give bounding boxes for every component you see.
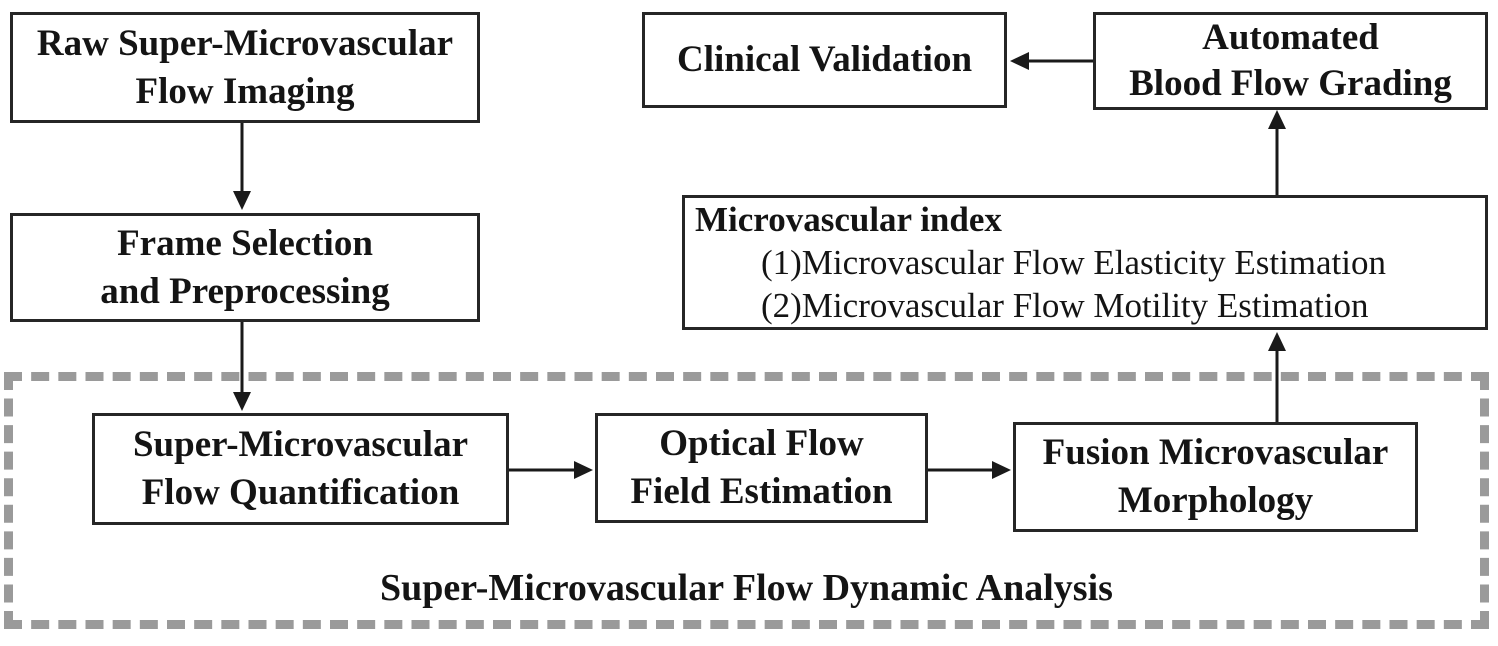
node-optical-line1: Optical Flow [659, 423, 864, 464]
arrow-index-to-automated [1268, 110, 1286, 195]
node-fusion-morphology: Fusion Microvascular Morphology [1013, 422, 1418, 532]
node-frame-line2: and Preprocessing [100, 270, 390, 312]
microvascular-index-item-1: (1)Microvascular Flow Elasticity Estimat… [761, 243, 1387, 282]
node-clinical-validation: Clinical Validation [642, 12, 1007, 108]
node-clinical-line1: Clinical Validation [676, 39, 973, 80]
node-optical-flow-estimation: Optical Flow Field Estimation [595, 413, 928, 523]
node-frame-line1: Frame Selection [117, 222, 373, 264]
node-quant-line1: Super-Microvascular [132, 424, 468, 465]
node-automated-line1: Automated [1202, 17, 1379, 58]
node-raw-line2: Flow Imaging [135, 70, 355, 112]
microvascular-index-item-2: (2)Microvascular Flow Motility Estimatio… [761, 286, 1369, 325]
dashed-group-dynamic-analysis [4, 372, 1489, 629]
node-optical-line2: Field Estimation [630, 471, 893, 512]
node-raw-line1: Raw Super-Microvascular [36, 22, 454, 64]
arrow-raw-to-frame [233, 123, 251, 210]
node-frame-selection: Frame Selection and Preprocessing [10, 213, 480, 322]
microvascular-index-title: Microvascular index [695, 200, 1002, 239]
node-flow-quantification: Super-Microvascular Flow Quantification [92, 413, 509, 525]
node-microvascular-index: Microvascular index (1)Microvascular Flo… [682, 195, 1488, 330]
node-automated-blood-flow-grading: Automated Blood Flow Grading [1093, 12, 1488, 110]
node-automated-line2: Blood Flow Grading [1129, 63, 1452, 104]
node-raw-flow-imaging: Raw Super-Microvascular Flow Imaging [10, 12, 480, 123]
node-quant-line2: Flow Quantification [141, 472, 460, 513]
dynamic-analysis-label: Super-Microvascular Flow Dynamic Analysi… [380, 567, 1113, 609]
arrow-automated-to-clinical [1010, 52, 1093, 70]
node-fusion-line1: Fusion Microvascular [1042, 432, 1389, 473]
node-fusion-line2: Morphology [1117, 480, 1314, 521]
